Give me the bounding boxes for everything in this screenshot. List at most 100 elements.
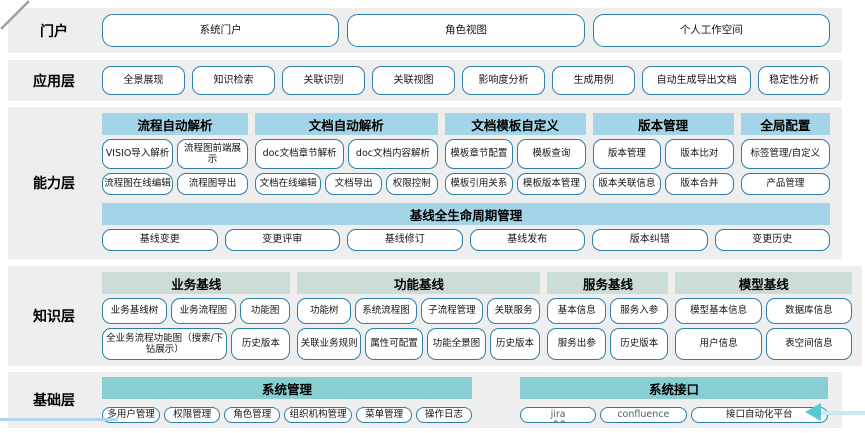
- layer-label-capability: 能力层: [33, 176, 75, 192]
- module-box: 功能树: [297, 298, 352, 324]
- module-box: 模板版本管理: [517, 173, 586, 195]
- layer-application: 应用层 全景展现 知识检索 关联识别 关联视图 影响度分析 生成用例 自动生成导…: [8, 60, 842, 101]
- module-box: 历史版本: [231, 328, 291, 360]
- module-box: 模板引用关系: [444, 173, 514, 195]
- module-box: 功能全景图: [427, 328, 486, 360]
- module-box: 角色管理: [224, 407, 281, 423]
- module-box: 关联识别: [282, 66, 365, 95]
- module-box: 菜单管理: [356, 407, 413, 423]
- group-business-baseline: 业务基线 业务基线树 业务流程图 功能图 全业务流程功能图（搜索/下钻展示） 历…: [102, 272, 291, 360]
- module-box: 版本关联信息: [592, 173, 662, 195]
- knowledge-content: 业务基线 业务基线树 业务流程图 功能图 全业务流程功能图（搜索/下钻展示） 历…: [100, 266, 862, 366]
- module-box: 流程图导出: [176, 173, 248, 195]
- group-doc-template: 文档模板自定义 模板章节配置 模板查询 模板引用关系 模板版本管理: [444, 113, 586, 195]
- group-service-baseline: 服务基线 基本信息 服务入参 服务出参 历史版本: [547, 272, 669, 360]
- group-version-mgmt: 版本管理 版本管理 版本比对 版本关联信息 版本合并: [592, 113, 734, 195]
- module-box: 全景展现: [102, 66, 185, 95]
- layer-portal: 门户 系统门户 角色视图 个人工作空间: [8, 8, 842, 53]
- group-system-mgmt: 系统管理 多用户管理 权限管理 角色管理 组织机构管理 菜单管理 操作日志: [102, 377, 472, 423]
- group-header: 业务基线: [102, 272, 291, 294]
- arrow-head-icon: [805, 403, 821, 421]
- module-box-confluence: confluence: [600, 407, 687, 423]
- group-process-parse: 流程自动解析 VISIO导入解析 流程图前端展示 流程图在线编辑 流程图导出: [102, 113, 248, 195]
- module-box: doc文档章节解析: [254, 139, 345, 169]
- module-box: 权限控制: [385, 173, 438, 195]
- module-box: 服务出参: [547, 328, 606, 360]
- module-box: 基线变更: [102, 229, 218, 251]
- left-arrow-decoration: [803, 403, 865, 421]
- foundation-content: 系统管理 多用户管理 权限管理 角色管理 组织机构管理 菜单管理 操作日志 系统…: [100, 372, 842, 428]
- module-box: doc文档内容解析: [348, 139, 438, 169]
- module-box: 标签管理/自定义: [740, 139, 830, 169]
- module-box: 数据库信息: [765, 298, 853, 324]
- bottom-left-line: [0, 418, 118, 421]
- layer-knowledge: 知识层 业务基线 业务基线树 业务流程图 功能图 全业务流程功能图（搜索/下钻展…: [8, 266, 862, 366]
- module-box: 表空间信息: [765, 328, 853, 360]
- group-header: 功能基线: [297, 272, 541, 294]
- module-box: 稳定性分析: [758, 66, 830, 95]
- module-box: 变更历史: [714, 229, 830, 251]
- module-box: 文档导出: [325, 173, 382, 195]
- group-header: 系统管理: [102, 377, 472, 399]
- group-header: 文档自动解析: [254, 113, 438, 135]
- module-box: 属性可配置: [364, 328, 424, 360]
- module-box: 基本信息: [547, 298, 606, 324]
- module-box: 版本合并: [665, 173, 734, 195]
- module-box: 模型基本信息: [675, 298, 762, 324]
- baseline-row: 基线变更 变更评审 基线修订 基线发布 版本纠错 变更历史: [102, 229, 830, 251]
- module-box: 子流程管理: [420, 298, 483, 324]
- group-header: 版本管理: [592, 113, 734, 135]
- layer-capability: 能力层 流程自动解析 VISIO导入解析 流程图前端展示 流程图在线编辑 流程图…: [8, 107, 842, 259]
- layer-label-foundation: 基础层: [33, 393, 75, 409]
- portal-content: 系统门户 角色视图 个人工作空间: [100, 8, 842, 53]
- group-header: 服务基线: [547, 272, 669, 294]
- module-box: 版本纠错: [592, 229, 708, 251]
- group-doc-parse: 文档自动解析 doc文档章节解析 doc文档内容解析 文档在线编辑 文档导出 权…: [254, 113, 438, 195]
- module-box: 关联服务: [486, 298, 541, 324]
- module-box: 历史版本: [489, 328, 541, 360]
- layer-foundation: 基础层 系统管理 多用户管理 权限管理 角色管理 组织机构管理 菜单管理 操作日…: [8, 372, 842, 428]
- module-box: 模板查询: [517, 139, 586, 169]
- layer-label-portal: 门户: [40, 23, 68, 40]
- module-box-system-portal: 系统门户: [102, 14, 340, 47]
- module-box: 操作日志: [416, 407, 472, 423]
- group-header: 系统接口: [520, 377, 828, 399]
- module-box-personal-workspace: 个人工作空间: [592, 14, 830, 47]
- module-box: 版本比对: [665, 139, 734, 169]
- module-box: 流程图在线编辑: [102, 173, 173, 195]
- module-box: 关联业务规则: [297, 328, 361, 360]
- module-box: 功能图: [239, 298, 291, 324]
- module-box: 产品管理: [740, 173, 830, 195]
- module-box: 业务流程图: [170, 298, 236, 324]
- module-box: 版本管理: [592, 139, 662, 169]
- module-box: VISIO导入解析: [102, 139, 173, 169]
- module-box-api-platform: 接口自动化平台: [690, 407, 828, 423]
- group-gap: [472, 377, 520, 423]
- arrow-tail: [819, 411, 865, 415]
- module-box: 模板章节配置: [444, 139, 514, 169]
- layer-label-knowledge: 知识层: [33, 309, 75, 325]
- group-function-baseline: 功能基线 功能树 系统流程图 子流程管理 关联服务 关联业务规则 属性可配置 功…: [297, 272, 541, 360]
- module-box: 组织机构管理: [284, 407, 353, 423]
- group-header: 流程自动解析: [102, 113, 248, 135]
- page-corner-fold: [0, 0, 31, 31]
- layer-label-application: 应用层: [33, 73, 75, 90]
- module-box: 知识检索: [192, 66, 275, 95]
- module-box: 自动生成导出文档: [642, 66, 752, 95]
- module-box: 影响度分析: [462, 66, 545, 95]
- module-box: 文档在线编辑: [254, 173, 322, 195]
- application-content: 全景展现 知识检索 关联识别 关联视图 影响度分析 生成用例 自动生成导出文档 …: [100, 60, 842, 101]
- module-box: 用户信息: [675, 328, 762, 360]
- group-system-interface: 系统接口 jira confluence 接口自动化平台: [520, 377, 828, 423]
- group-model-baseline: 模型基线 模型基本信息 数据库信息 用户信息 表空间信息: [675, 272, 853, 360]
- group-header: 文档模板自定义: [444, 113, 586, 135]
- capability-groups: 流程自动解析 VISIO导入解析 流程图前端展示 流程图在线编辑 流程图导出 文…: [102, 113, 830, 195]
- group-header: 模型基线: [675, 272, 852, 294]
- module-box: 变更评审: [224, 229, 340, 251]
- module-box: 系统流程图: [355, 298, 417, 324]
- group-global-config: 全局配置 标签管理/自定义 产品管理: [740, 113, 830, 195]
- module-box: 流程图前端展示: [176, 139, 248, 169]
- module-box: 全业务流程功能图（搜索/下钻展示）: [102, 328, 228, 360]
- module-box: 权限管理: [164, 407, 221, 423]
- module-box: 关联视图: [372, 66, 455, 95]
